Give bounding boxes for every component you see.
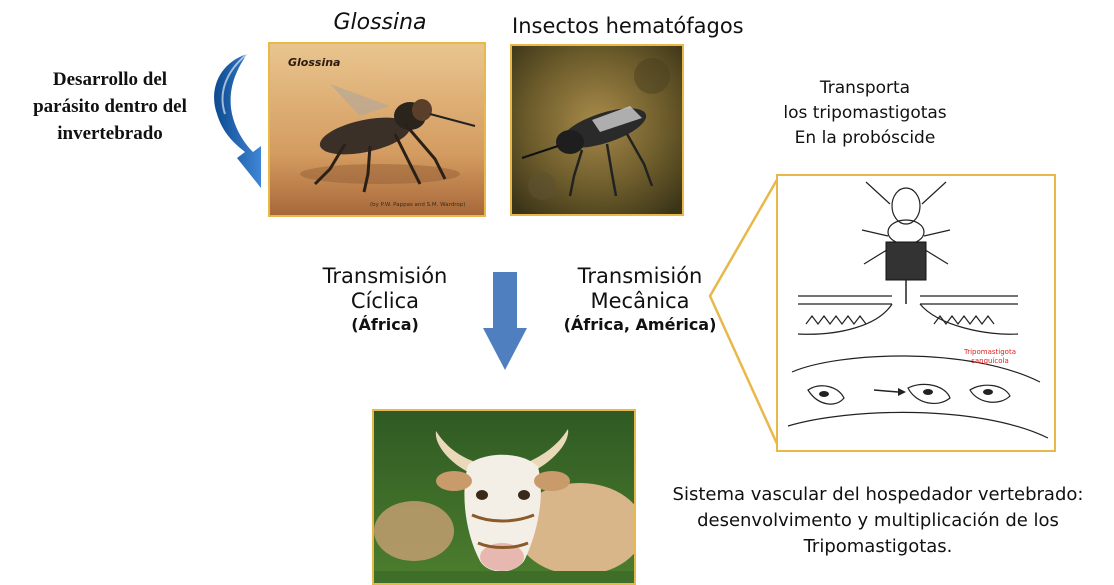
hematophagous-photo bbox=[510, 44, 684, 216]
transport-line-2: los tripomastigotas bbox=[740, 101, 990, 126]
development-line-3: invertebrado bbox=[10, 120, 210, 147]
development-line-1: Desarrollo del bbox=[10, 66, 210, 93]
cow-photo bbox=[372, 409, 636, 585]
transport-line-3: En la probóscide bbox=[740, 126, 990, 151]
glossina-photo-credit: (by P.W. Pappas and S.M. Wardrop) bbox=[370, 202, 465, 208]
curved-cycle-arrow bbox=[205, 52, 265, 192]
hematophagous-title: Insectos hematófagos bbox=[512, 14, 772, 38]
vascular-line-2: desenvolvimento y multiplicación de los bbox=[648, 508, 1108, 534]
proboscis-sketch: Tripomastigota sanguícola bbox=[776, 174, 1056, 452]
glossina-photo: Glossina (by P.W. Pappas and S.M. Wardro… bbox=[268, 42, 486, 217]
development-caption: Desarrollo del parásito dentro del inver… bbox=[10, 66, 210, 147]
development-line-2: parásito dentro del bbox=[10, 93, 210, 120]
cyclic-line-1: Transmisión bbox=[305, 264, 465, 289]
transport-line-1: Transporta bbox=[740, 76, 990, 101]
glossina-inset-label: Glossina bbox=[288, 56, 340, 69]
transport-caption: Transporta los tripomastigotas En la pro… bbox=[740, 76, 990, 151]
down-arrow bbox=[483, 272, 527, 370]
vascular-caption: Sistema vascular del hospedador vertebra… bbox=[648, 482, 1108, 560]
cyclic-line-2: Cíclica bbox=[305, 289, 465, 314]
vascular-line-3: Tripomastigotas. bbox=[648, 534, 1108, 560]
cyclic-region: (África) bbox=[305, 314, 465, 336]
glossina-title: Glossina bbox=[300, 10, 460, 35]
cyclic-transmission-caption: Transmisión Cíclica (África) bbox=[305, 264, 465, 336]
tripomastigota-label: Tripomastigota bbox=[963, 348, 1016, 356]
sanguicola-label: sanguícola bbox=[971, 357, 1009, 365]
vascular-line-1: Sistema vascular del hospedador vertebra… bbox=[648, 482, 1108, 508]
